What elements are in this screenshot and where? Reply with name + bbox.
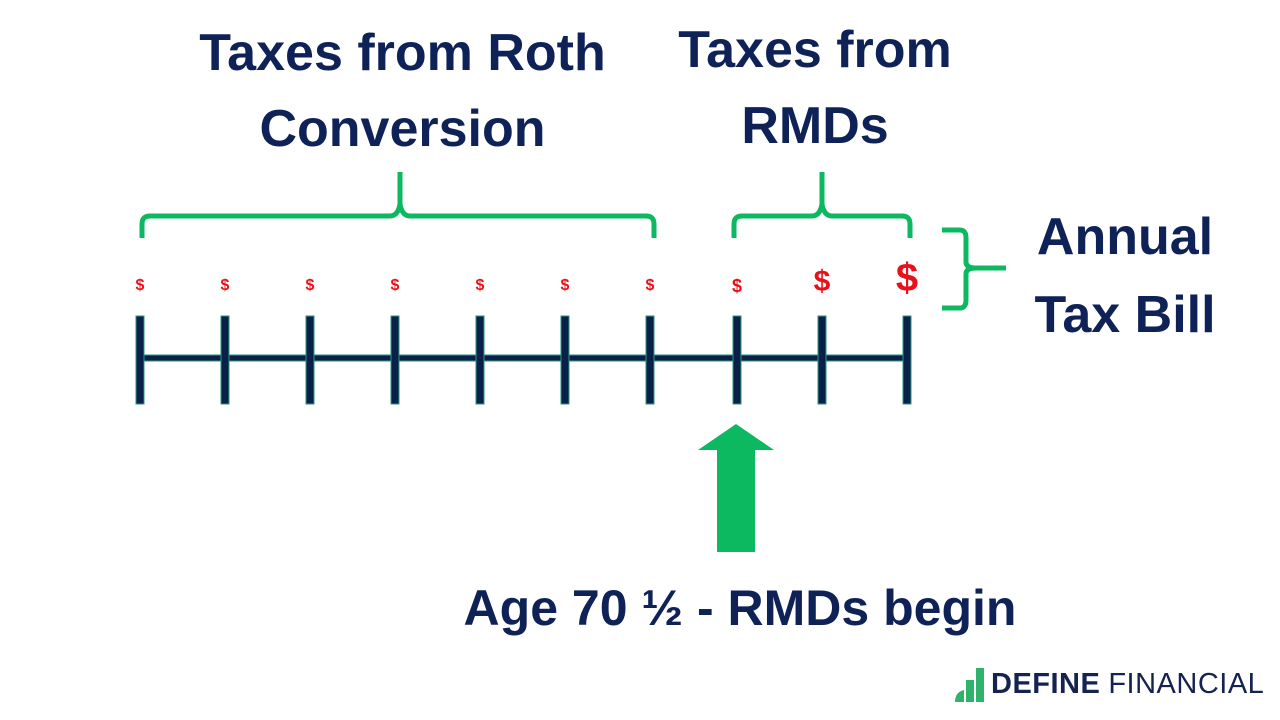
annual-line1: Annual — [1036, 208, 1214, 266]
timeline-tick — [475, 315, 485, 405]
tax-dollar-marker: $ — [560, 277, 570, 295]
tax-dollar-marker: $ — [390, 277, 400, 295]
logo-word-define: DEFINE — [991, 667, 1101, 700]
timeline-tick — [390, 315, 400, 405]
timeline-tick — [135, 315, 145, 405]
tax-dollar-marker: $ — [895, 256, 919, 300]
roth-brace — [139, 172, 657, 238]
roth-title-line1: Taxes from Roth — [199, 24, 606, 82]
annual-brace — [942, 227, 1006, 311]
roth-title-line2: Conversion — [259, 100, 546, 158]
up-arrow-icon — [698, 424, 774, 552]
rmd-title-line2: RMDs — [741, 97, 889, 155]
timeline-tick — [560, 315, 570, 405]
timeline-tick — [817, 315, 827, 405]
tax-dollar-marker: $ — [645, 277, 655, 295]
logo-word-financial: FINANCIAL — [1108, 667, 1265, 700]
annual-tax-bill-label: Annual Tax Bill — [1010, 198, 1240, 354]
rmd-brace — [731, 172, 913, 238]
tax-dollar-marker: $ — [731, 275, 743, 296]
tax-dollar-marker: $ — [220, 277, 230, 295]
annual-line2: Tax Bill — [1034, 286, 1216, 344]
timeline-tick — [305, 315, 315, 405]
tax-dollar-marker: $ — [305, 277, 315, 295]
timeline-tick — [732, 315, 742, 405]
timeline-tick — [645, 315, 655, 405]
define-financial-logo: DEFINE FINANCIAL — [955, 664, 1264, 704]
timeline-tick — [220, 315, 230, 405]
rmd-taxes-title: Taxes from RMDs — [650, 12, 980, 164]
rmd-start-caption: Age 70 ½ - RMDs begin — [463, 580, 1017, 636]
roth-conversion-taxes-title: Taxes from Roth Conversion — [140, 15, 665, 167]
tax-dollar-marker: $ — [813, 264, 831, 298]
timeline-ticks — [135, 315, 912, 405]
rmd-title-line1: Taxes from — [678, 21, 952, 79]
timeline-tick — [902, 315, 912, 405]
tax-dollar-marker: $ — [475, 277, 485, 295]
tax-dollar-marker: $ — [135, 277, 145, 295]
bar-chart-logo-icon — [955, 668, 984, 702]
